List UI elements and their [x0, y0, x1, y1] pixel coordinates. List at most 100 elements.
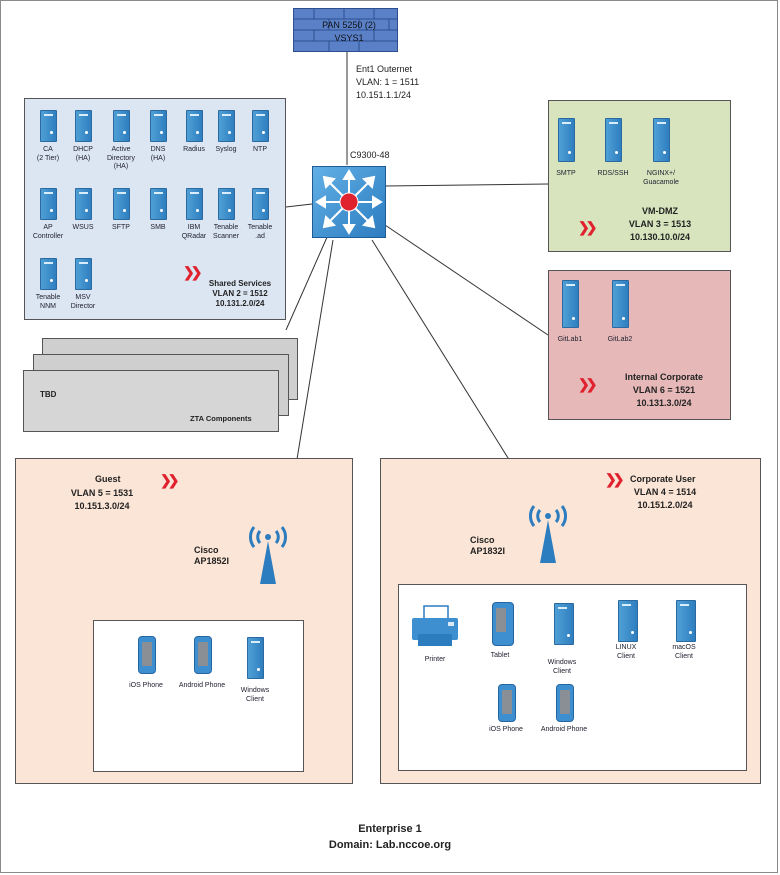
- node-label: NTP: [253, 146, 267, 153]
- node-label: NGINX+/ Guacamole: [643, 170, 679, 186]
- node-label: Android Phone: [540, 726, 588, 733]
- firewall-vsys: VSYS1: [334, 33, 364, 43]
- server-icon: [40, 110, 57, 142]
- mobile-device-icon: [138, 636, 156, 674]
- internal-corporate-vlan: VLAN 6 = 1521: [632, 385, 696, 395]
- printer-icon: [410, 604, 460, 650]
- wifi-access-point-icon: [523, 498, 573, 564]
- server-icon: [252, 188, 269, 220]
- node-label: SMTP: [556, 170, 576, 177]
- node-label: iOS Phone: [489, 726, 523, 733]
- server-icon: [605, 118, 622, 162]
- node-label: Printer: [424, 656, 446, 663]
- node-label: AP Controller: [32, 224, 64, 240]
- wifi-access-point-icon: [243, 519, 293, 585]
- node-label: Android Phone: [178, 682, 226, 689]
- mobile-device-icon: [556, 684, 574, 722]
- mobile-device-icon: [194, 636, 212, 674]
- server-icon: [612, 280, 629, 328]
- vm-dmz-vlan: VLAN 3 = 1513: [628, 219, 692, 229]
- uplink-name: Ent1 Outernet: [356, 64, 413, 74]
- corporate-user-subnet: 10.151.2.0/24: [637, 500, 693, 510]
- server-icon: [653, 118, 670, 162]
- firewall-name: PAN 5250 (2): [322, 20, 376, 30]
- node-label: DHCP (HA): [73, 146, 93, 162]
- server-icon: [676, 600, 696, 642]
- node-label: Tenable NNM: [35, 294, 61, 310]
- node-label: CA (2 Tier): [36, 146, 60, 162]
- node-label: GitLab2: [607, 336, 633, 343]
- node-label: macOS Client: [672, 644, 696, 660]
- corporate-user-vlan: VLAN 4 = 1514: [633, 487, 697, 497]
- node-label: SFTP: [112, 224, 130, 231]
- server-icon: [75, 188, 92, 220]
- node-label: Tablet: [490, 652, 510, 659]
- mobile-device-icon: [492, 602, 514, 646]
- chevron-icon: ❯❯: [605, 471, 625, 487]
- node-label: Tenable .ad: [247, 224, 273, 240]
- node-label: GitLab1: [557, 336, 583, 343]
- server-icon: [252, 110, 269, 142]
- server-icon: [75, 110, 92, 142]
- node-label: iOS Phone: [129, 682, 163, 689]
- server-icon: [218, 110, 235, 142]
- server-icon: [75, 258, 92, 290]
- mobile-device-icon: [498, 684, 516, 722]
- link-switch-zta: [285, 234, 329, 331]
- chevron-icon: ❯❯: [578, 219, 598, 235]
- server-icon: [247, 637, 264, 679]
- shared-services-subnet: 10.131.2.0/24: [215, 299, 265, 308]
- node-label: Syslog: [215, 146, 237, 153]
- server-icon: [618, 600, 638, 642]
- server-icon: [113, 188, 130, 220]
- vm-dmz-title: VM-DMZ: [642, 206, 678, 216]
- uplink-subnet: 10.151.1.1/24: [356, 90, 412, 100]
- internal-corporate-subnet: 10.131.3.0/24: [636, 398, 692, 408]
- link-switch-shared: [285, 203, 313, 208]
- guest-vlan: VLAN 5 = 1531: [70, 488, 134, 498]
- node-label: Windows Client: [240, 687, 270, 703]
- shared-services-vlan: VLAN 2 = 1512: [212, 289, 268, 298]
- zta-layer-front: [23, 370, 279, 432]
- server-icon: [186, 110, 203, 142]
- server-icon: [186, 188, 203, 220]
- server-icon: [40, 188, 57, 220]
- chevron-icon: ❯❯: [578, 376, 598, 392]
- server-icon: [554, 603, 574, 645]
- link-switch-internal: [384, 224, 549, 336]
- node-label: IBM QRadar: [181, 224, 207, 240]
- internal-corporate-title: Internal Corporate: [624, 372, 703, 382]
- firewall-icon: [293, 8, 398, 52]
- node-label: LINUX Client: [615, 644, 637, 660]
- node-label: Active Directory (HA): [106, 146, 135, 170]
- node-label: DNS (HA): [150, 146, 166, 162]
- switch-name: C9300-48: [350, 150, 390, 160]
- node-label: Windows Client: [547, 659, 577, 675]
- link-switch-corp-ap: [371, 239, 534, 499]
- shared-services-title: Shared Services: [208, 279, 272, 288]
- node-label: Tenable Scanner: [212, 224, 240, 240]
- server-icon: [40, 258, 57, 290]
- uplink-vlan: VLAN: 1 = 1511: [356, 77, 420, 87]
- link-switch-dmz: [384, 183, 549, 187]
- enterprise-domain: Domain: Lab.nccoe.org: [328, 839, 452, 851]
- guest-subnet: 10.151.3.0/24: [74, 501, 130, 511]
- server-icon: [558, 118, 575, 162]
- server-icon: [113, 110, 130, 142]
- zta-title: ZTA Components: [190, 414, 252, 423]
- corporate-user-title: Corporate User: [630, 474, 696, 484]
- vm-dmz-zone: [548, 100, 731, 252]
- node-label: WSUS: [72, 224, 94, 231]
- server-icon: [218, 188, 235, 220]
- server-icon: [562, 280, 579, 328]
- vm-dmz-subnet: 10.130.10.0/24: [629, 232, 691, 242]
- guest-title: Guest: [95, 474, 121, 484]
- guest-ap-label: Cisco AP1852I: [194, 545, 230, 566]
- node-label: SMB: [150, 224, 166, 231]
- server-icon: [150, 110, 167, 142]
- node-label: Radius: [183, 146, 205, 153]
- enterprise-title: Enterprise 1: [358, 823, 422, 835]
- chevron-icon: ❯❯: [160, 472, 180, 488]
- zta-tbd: TBD: [40, 390, 57, 399]
